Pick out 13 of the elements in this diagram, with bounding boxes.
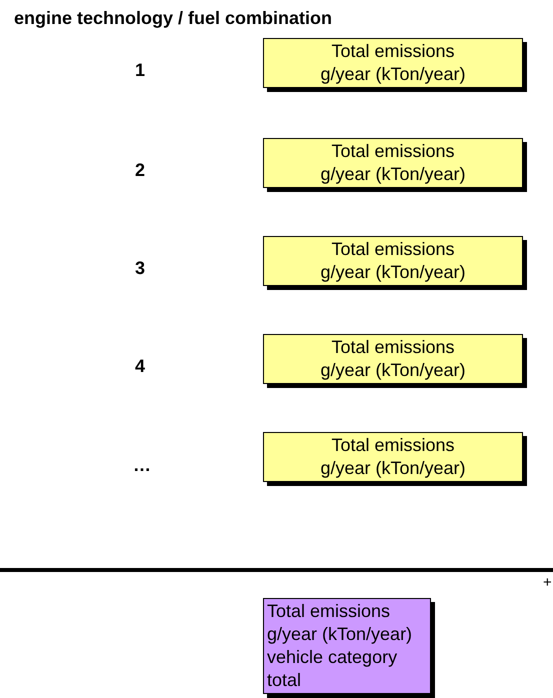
row-number: 2 — [135, 160, 146, 181]
row-number: 1 — [135, 60, 146, 81]
row-number: 3 — [135, 258, 146, 279]
plus-sign: + — [543, 574, 552, 591]
row-number: … — [133, 455, 151, 476]
box-text: Total emissions g/year (kTon/year) — [319, 40, 467, 86]
box-text: Total emissions g/year (kTon/year) — [319, 434, 467, 480]
box-text: Total emissions g/year (kTon/year) — [319, 336, 467, 382]
box-text: Total emissions g/year (kTon/year) — [319, 238, 467, 284]
box-text: Total emissions g/year (kTon/year) vehicle category total — [267, 600, 414, 692]
box-text: Total emissions g/year (kTon/year) — [319, 140, 467, 186]
title: engine technology / fuel combination — [14, 8, 332, 29]
row-number: 4 — [135, 356, 146, 377]
